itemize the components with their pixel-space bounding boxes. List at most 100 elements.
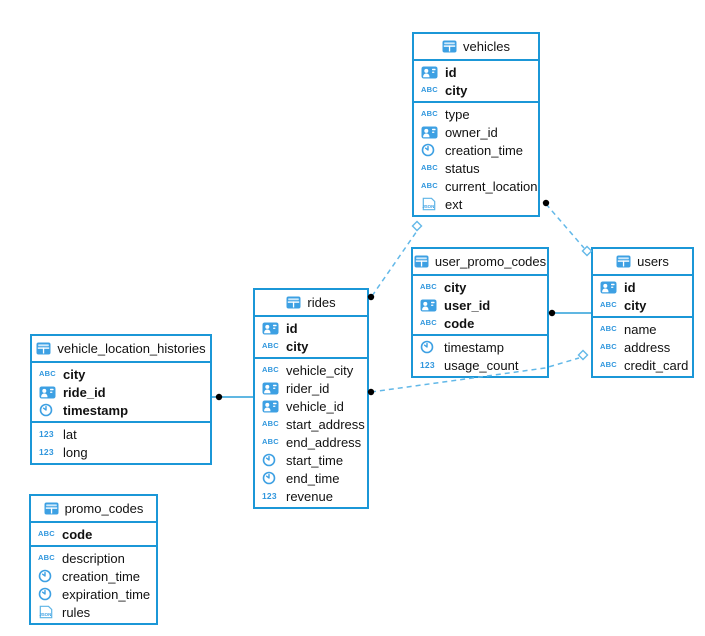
column-label: start_address: [286, 416, 365, 432]
column-timestamp[interactable]: timestamp: [413, 338, 547, 356]
clock-timestamp-type-icon: [262, 453, 281, 467]
column-label: code: [444, 315, 475, 331]
column-owner_id[interactable]: owner_id: [414, 123, 538, 141]
clock-timestamp-type-icon: [421, 143, 440, 157]
abc-text-type-icon: ABC: [421, 109, 438, 119]
table-icon: [44, 502, 59, 515]
svg-text:JSON: JSON: [39, 612, 51, 617]
column-label: lat: [63, 426, 77, 442]
column-label: city: [444, 279, 467, 295]
column-label: ext: [445, 196, 463, 212]
column-city[interactable]: ABC city: [413, 278, 547, 296]
column-address[interactable]: ABC address: [593, 338, 692, 356]
abc-text-type-icon: ABC: [600, 324, 617, 334]
column-label: address: [624, 339, 671, 355]
column-label: end_time: [286, 470, 340, 486]
column-id[interactable]: id: [255, 319, 367, 337]
table-name: user_promo_codes: [434, 254, 547, 269]
table-icon: [616, 255, 631, 268]
column-creation_time[interactable]: creation_time: [31, 567, 156, 585]
id-badge-type-icon: [420, 299, 439, 312]
table-icon: [442, 40, 457, 53]
abc-text-type-icon: ABC: [420, 282, 437, 292]
table-header-vehicles[interactable]: vehicles: [414, 34, 538, 61]
relation-diamond-marker: [411, 220, 423, 232]
abc-text-type-icon: ABC: [420, 318, 437, 328]
id-badge-type-icon: [262, 322, 281, 335]
table-name: promo_codes: [64, 501, 144, 516]
table-header-vehicle_location_histories[interactable]: vehicle_location_histories: [32, 336, 210, 363]
column-expiration_time[interactable]: expiration_time: [31, 585, 156, 603]
abc-text-type-icon: ABC: [600, 342, 617, 352]
column-end_time[interactable]: end_time: [255, 469, 367, 487]
table-header-user_promo_codes[interactable]: user_promo_codes: [413, 249, 547, 276]
column-start_time[interactable]: start_time: [255, 451, 367, 469]
clock-timestamp-type-icon: [38, 569, 57, 583]
abc-text-type-icon: ABC: [262, 419, 279, 429]
column-label: id: [286, 320, 298, 336]
column-rider_id[interactable]: rider_id: [255, 379, 367, 397]
column-ride_id[interactable]: ride_id: [32, 383, 210, 401]
relation-vehicle_location_histories-to-rides: [212, 393, 253, 401]
clock-timestamp-type-icon: [39, 403, 58, 417]
column-label: vehicle_city: [286, 362, 354, 378]
column-start_address[interactable]: ABC start_address: [255, 415, 367, 433]
table-name: users: [637, 254, 669, 269]
column-code[interactable]: ABC code: [413, 314, 547, 332]
column-label: credit_card: [624, 357, 689, 373]
abc-text-type-icon: ABC: [421, 85, 438, 95]
column-label: code: [62, 526, 93, 542]
column-user_id[interactable]: user_id: [413, 296, 547, 314]
column-label: owner_id: [445, 124, 498, 140]
clock-timestamp-type-icon: [420, 340, 439, 354]
table-header-rides[interactable]: rides: [255, 290, 367, 317]
column-id[interactable]: id: [414, 63, 538, 81]
column-id[interactable]: id: [593, 278, 692, 296]
abc-text-type-icon: ABC: [262, 437, 279, 447]
json-type-icon: JSON: [421, 197, 440, 211]
table-header-users[interactable]: users: [593, 249, 692, 276]
column-label: timestamp: [444, 339, 504, 355]
column-creation_time[interactable]: creation_time: [414, 141, 538, 159]
column-ext[interactable]: JSON ext: [414, 195, 538, 213]
column-vehicle_id[interactable]: vehicle_id: [255, 397, 367, 415]
column-label: id: [445, 64, 457, 80]
column-timestamp[interactable]: timestamp: [32, 401, 210, 419]
table-icon: [36, 342, 51, 355]
table-header-promo_codes[interactable]: promo_codes: [31, 496, 156, 523]
